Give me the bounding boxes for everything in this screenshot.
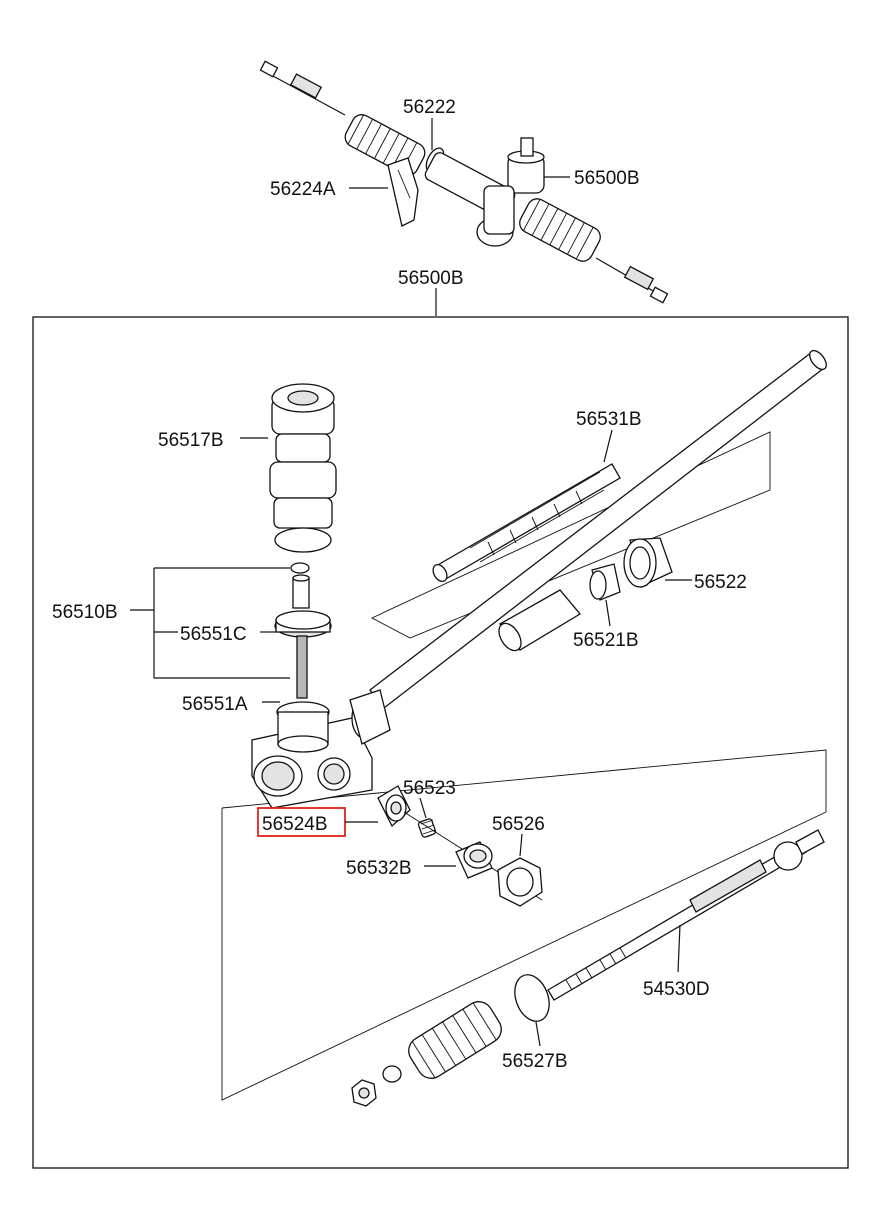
boot-band [514, 974, 550, 1022]
label-lock-nut[interactable]: 56526 [492, 814, 545, 835]
hex-nut [351, 1079, 377, 1107]
label-bracket[interactable]: 56224A [270, 179, 336, 200]
label-bearing[interactable]: 56551C [180, 624, 247, 645]
bushing-holder [623, 537, 673, 588]
rack-housing [369, 349, 827, 709]
label-pinion-assy[interactable]: 56510B [52, 602, 118, 623]
label-dust-cover[interactable]: 56517B [158, 430, 224, 451]
label-boot-band[interactable]: 56527B [502, 1051, 568, 1072]
tierod-group-outline [221, 749, 827, 1101]
boot-clip-small [382, 1065, 402, 1083]
yoke-spring [417, 818, 437, 838]
label-boot-clip[interactable]: 56222 [403, 97, 456, 118]
label-pinion-seal[interactable]: 56551A [182, 694, 248, 715]
label-rack[interactable]: 56531B [576, 409, 642, 430]
rack-shaft [432, 463, 621, 583]
label-spring[interactable]: 56523 [403, 778, 456, 799]
bellows-boot [408, 1001, 502, 1079]
label-gear-assy-top[interactable]: 56500B [574, 168, 640, 189]
exploded-view-frame [32, 316, 849, 1169]
inner-ball-joint [547, 829, 825, 1001]
label-yoke-plug[interactable]: 56532B [346, 858, 412, 879]
label-yoke[interactable]: 56524B [262, 814, 328, 835]
rack-yoke [377, 785, 411, 828]
lock-nut [497, 857, 543, 907]
label-gear-assy-main[interactable]: 56500B [398, 268, 464, 289]
o-ring [290, 562, 310, 574]
label-inner-ball-joint[interactable]: 54530D [643, 979, 710, 1000]
rack-bushing [589, 563, 621, 601]
yoke-plug [455, 841, 493, 879]
label-bushing-holder[interactable]: 56522 [694, 572, 747, 593]
gear-housing [251, 689, 391, 809]
dust-cover [269, 383, 337, 553]
pinion-shaft [274, 574, 332, 699]
label-rack-bushing[interactable]: 56521B [573, 630, 639, 651]
top-assembly-illustration [259, 60, 669, 304]
